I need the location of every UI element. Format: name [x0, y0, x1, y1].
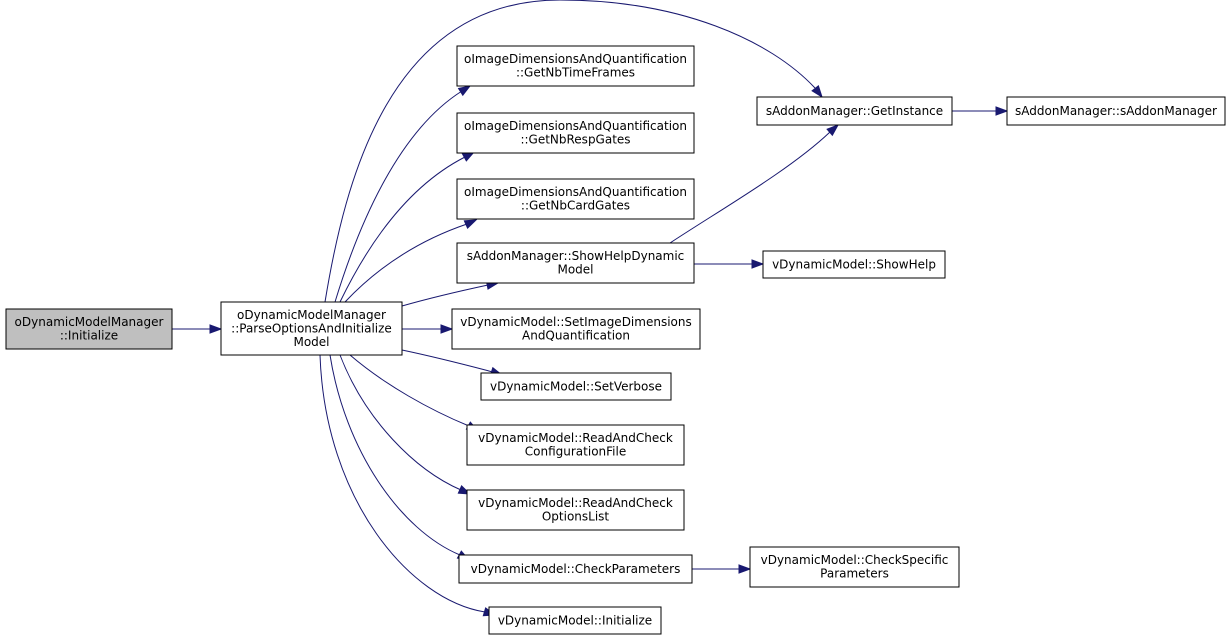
edge-line — [344, 223, 468, 303]
node-label-line: Model — [557, 263, 593, 277]
node-parseoptionsandinitializemodel[interactable]: oDynamicModelManager::ParseOptionsAndIni… — [220, 301, 403, 356]
node-label-line: vDynamicModel::Initialize — [498, 613, 652, 627]
edge-line — [349, 354, 470, 427]
node-setverbose[interactable]: vDynamicModel::SetVerbose — [480, 372, 672, 401]
node-saddonmanager-saddonmanager[interactable]: sAddonManager::sAddonManager — [1006, 96, 1226, 126]
node-label-line: oImageDimensionsAndQuantification — [464, 52, 687, 66]
node-getnbcardgates[interactable]: oImageDimensionsAndQuantification::GetNb… — [456, 178, 695, 220]
node-label-line: vDynamicModel::ShowHelp — [772, 257, 936, 271]
node-box — [466, 424, 685, 466]
edge-parseoptionsandinitializemodel-to-getnbtimeframes — [334, 85, 472, 303]
edge-parseoptionsandinitializemodel-to-setimagedimensionsandquantification — [402, 324, 454, 334]
node-label-line: oImageDimensionsAndQuantification — [464, 185, 687, 199]
node-label-line: ConfigurationFile — [525, 445, 626, 459]
node-label-line: vDynamicModel::CheckSpecific — [761, 553, 949, 567]
node-box — [456, 178, 695, 220]
edge-line — [401, 349, 494, 373]
node-box — [488, 606, 662, 635]
node-label-line: ::ParseOptionsAndInitialize — [231, 321, 392, 335]
node-box — [762, 250, 946, 279]
edge-parseoptionsandinitializemodel-to-showhelpdynamicmodel — [401, 280, 500, 307]
node-label-line: Model — [293, 335, 329, 349]
edge-line — [334, 90, 463, 303]
node-box — [220, 301, 403, 356]
node-box — [451, 308, 701, 350]
node-odynamicmodelmanager-initialize[interactable]: oDynamicModelManager::Initialize — [5, 308, 173, 350]
edge-arrowhead — [738, 564, 752, 574]
edge-arrowhead — [826, 124, 840, 137]
node-label-line: sAddonManager::GetInstance — [766, 104, 943, 118]
edge-parseoptionsandinitializemodel-to-readandcheckoptionslist — [339, 354, 472, 495]
edge-parseoptionsandinitializemodel-to-readandcheckconfigurationfile — [349, 354, 480, 432]
edge-saddonmanager-getinstance-to-saddonmanager-saddonmanager — [952, 106, 1009, 116]
node-box — [480, 372, 672, 401]
node-label-line: ::GetNbTimeFrames — [516, 66, 635, 80]
node-box — [458, 554, 693, 584]
edge-odynamicmodelmanager-initialize-to-parseoptionsandinitializemodel — [172, 324, 223, 334]
edge-arrowhead — [209, 324, 223, 334]
node-box — [5, 308, 173, 350]
edge-parseoptionsandinitializemodel-to-getnbcardgates — [344, 219, 478, 303]
edge-line — [319, 354, 486, 613]
node-box — [456, 112, 695, 154]
edges-layer — [172, 0, 1009, 617]
node-label-line: vDynamicModel::SetVerbose — [490, 379, 662, 393]
node-box — [466, 489, 685, 531]
edge-line — [339, 156, 466, 303]
node-label-line: vDynamicModel::ReadAndCheck — [478, 496, 673, 510]
node-label-line: OptionsList — [542, 510, 610, 524]
edge-parseoptionsandinitializemodel-to-checkparameters — [329, 354, 471, 561]
edge-arrowhead — [457, 85, 472, 97]
node-vdynamicmodel-initialize[interactable]: vDynamicModel::Initialize — [488, 606, 662, 635]
edge-arrowhead — [463, 219, 478, 229]
node-setimagedimensionsandquantification[interactable]: vDynamicModel::SetImageDimensionsAndQuan… — [451, 308, 701, 350]
node-label-line: Parameters — [820, 567, 889, 581]
edge-showhelpdynamicmodel-to-saddonmanager-getinstance — [669, 124, 840, 244]
edge-line — [329, 354, 461, 556]
node-box — [756, 96, 953, 126]
edge-showhelpdynamicmodel-to-vdynamicmodel-showhelp — [694, 259, 765, 269]
edge-parseoptionsandinitializemodel-to-setverbose — [401, 349, 504, 376]
edge-line — [401, 284, 489, 307]
nodes-layer: oDynamicModelManager::InitializeoDynamic… — [5, 45, 1226, 635]
node-box — [456, 242, 695, 284]
edge-line — [339, 354, 462, 491]
node-getnbrespgates[interactable]: oImageDimensionsAndQuantification::GetNb… — [456, 112, 695, 154]
node-checkparameters[interactable]: vDynamicModel::CheckParameters — [458, 554, 693, 584]
node-box — [1006, 96, 1226, 126]
node-saddonmanager-getinstance[interactable]: sAddonManager::GetInstance — [756, 96, 953, 126]
node-label-line: ::GetNbCardGates — [521, 199, 630, 213]
node-label-line: vDynamicModel::SetImageDimensions — [460, 315, 691, 329]
node-vdynamicmodel-showhelp[interactable]: vDynamicModel::ShowHelp — [762, 250, 946, 279]
edge-arrowhead — [811, 85, 823, 99]
edge-line — [669, 131, 831, 244]
node-box — [456, 45, 695, 87]
node-label-line: AndQuantification — [522, 329, 630, 343]
edge-parseoptionsandinitializemodel-to-getnbrespgates — [339, 151, 476, 303]
node-readandcheckconfigurationfile[interactable]: vDynamicModel::ReadAndCheckConfiguration… — [466, 424, 685, 466]
edge-arrowhead — [440, 324, 454, 334]
edge-line — [324, 0, 816, 303]
node-label-line: ::Initialize — [60, 329, 118, 343]
node-label-line: oDynamicModelManager — [15, 315, 164, 329]
node-label-line: oImageDimensionsAndQuantification — [464, 119, 687, 133]
node-label-line: ::GetNbRespGates — [520, 133, 630, 147]
node-label-line: vDynamicModel::ReadAndCheck — [478, 431, 673, 445]
edge-arrowhead — [751, 259, 765, 269]
node-label-line: oDynamicModelManager — [237, 308, 386, 322]
edge-arrowhead — [995, 106, 1009, 116]
node-box — [749, 546, 960, 588]
node-label-line: sAddonManager::ShowHelpDynamic — [467, 249, 685, 263]
edge-parseoptionsandinitializemodel-to-saddonmanager-getinstance — [324, 0, 823, 303]
node-label-line: vDynamicModel::CheckParameters — [471, 562, 681, 576]
node-label-line: sAddonManager::sAddonManager — [1015, 104, 1217, 118]
node-getnbtimeframes[interactable]: oImageDimensionsAndQuantification::GetNb… — [456, 45, 695, 87]
edge-checkparameters-to-checkspecificparameters — [692, 564, 752, 574]
